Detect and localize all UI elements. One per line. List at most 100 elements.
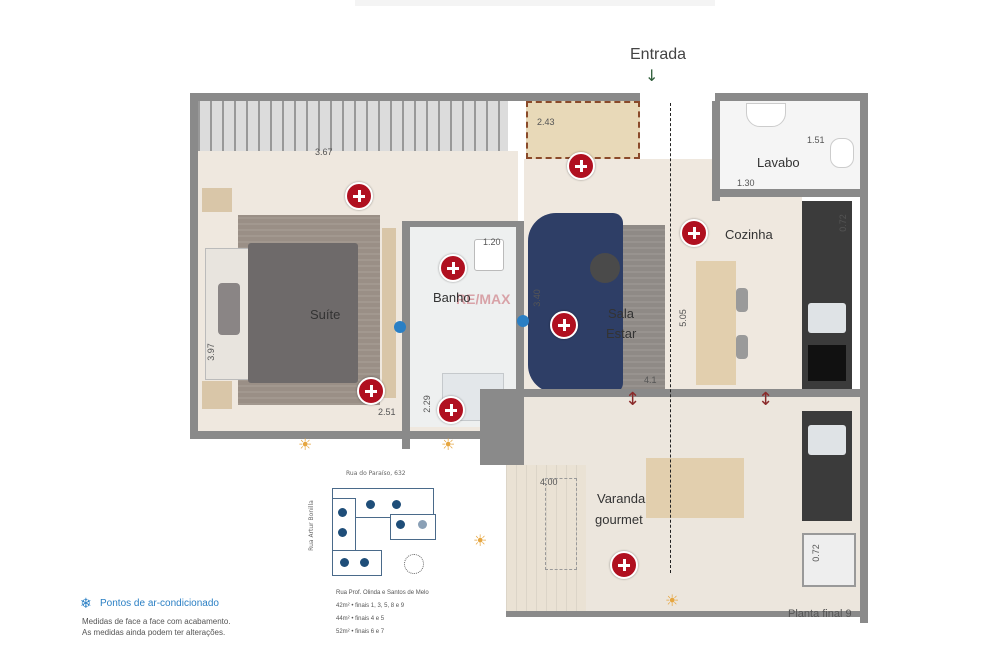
varanda-deck [506, 465, 586, 611]
top-caption-faint [355, 0, 715, 6]
ac-icon-sala [517, 315, 529, 327]
wall-top-right [715, 93, 868, 101]
wall-banho-top [402, 221, 524, 227]
keyplan-dot-5 [396, 520, 405, 529]
dim-hall-cabinet: 2.43 [537, 117, 555, 127]
sofa [528, 213, 623, 393]
varanda-bench [545, 478, 577, 570]
hall-cabinet [526, 101, 640, 159]
marker-plus-banho[interactable] [439, 254, 467, 282]
keyplan-dot-1 [366, 500, 375, 509]
stool-2 [736, 335, 748, 359]
armchair [590, 253, 620, 283]
room-label-estar: Estar [606, 326, 637, 341]
wall-suite-bottom [190, 431, 480, 439]
kitchen-island [696, 261, 736, 385]
keyplan-dot-4 [338, 528, 347, 537]
keyplan-dot-8 [360, 558, 369, 567]
dim-suite-bottom: 2.51 [378, 407, 396, 417]
legend-line1: Medidas de face a face com acabamento. [82, 617, 231, 626]
dim-sala-side: 3.40 [531, 289, 542, 307]
keyplan: Rua do Paraíso, 632 Rua Artur Bonilla [300, 470, 450, 582]
room-label-gourmet: gourmet [595, 512, 643, 527]
kitchen-sink [808, 303, 846, 333]
legend-info3: 44m² • finais 4 e 5 [336, 616, 385, 622]
dim-suite-height: 3.97 [205, 343, 216, 361]
legend-info1: Rua Prof. Olinda e Santos de Melo [336, 590, 429, 596]
legend-info4: 52m² • finais 6 e 7 [336, 629, 385, 635]
dim-kitchen-bottom: 4.1 [644, 375, 657, 385]
sun-icon-1: ☀ [298, 435, 313, 454]
keyplan-dot-3 [338, 508, 347, 517]
cooktop [808, 345, 846, 381]
room-label-cozinha: Cozinha [725, 227, 773, 242]
keyplan-street-top: Rua do Paraíso, 632 [346, 470, 406, 477]
banho-sink [474, 239, 504, 271]
marker-plus-sala[interactable] [550, 311, 578, 339]
dim-lavabo-width: 1.51 [807, 135, 825, 145]
legend-info2: 42m² • finais 1, 3, 5, 8 e 9 [336, 603, 405, 609]
sun-icon-2: ☀ [441, 435, 456, 454]
door-arrow-right-icon: ↕ [758, 389, 774, 410]
keyplan-street-side: Rua Artur Bonilla [307, 500, 315, 551]
marker-plus-varanda[interactable] [610, 551, 638, 579]
wall-lavabo-left [712, 101, 720, 201]
wall-living-bottom [524, 389, 862, 397]
pillow [218, 283, 240, 335]
legend-title: Pontos de ar-condicionado [100, 598, 219, 609]
dim-closet-width: 3.67 [315, 147, 333, 157]
legend-line2: As medidas ainda podem ter alterações. [82, 628, 226, 637]
entrance-label: Entrada [630, 46, 687, 63]
room-label-suite: Suíte [310, 307, 341, 322]
remax-watermark: RE/MAX [456, 291, 511, 307]
dim-lavabo-height: 1.30 [737, 178, 755, 188]
wall-right [860, 93, 868, 623]
sun-icon-3: ☀ [473, 531, 488, 550]
dim-varanda-right: 0.72 [810, 544, 821, 562]
keyplan-dot-2 [392, 500, 401, 509]
varanda-sink [808, 425, 846, 455]
marker-plus-hall[interactable] [567, 152, 595, 180]
nightstand-top [202, 188, 232, 212]
stool-1 [736, 288, 748, 312]
dim-kitchen-top: 0.72 [837, 214, 848, 232]
wall-varanda-bottom [506, 611, 868, 617]
room-label-sala: Sala [608, 306, 635, 321]
wall-banho-right [516, 221, 524, 449]
lavabo-toilet [830, 138, 854, 168]
suite-desk [382, 228, 396, 398]
entrance-arrow-icon: ↓ [645, 66, 659, 85]
wall-top-left [190, 93, 640, 101]
room-label-banho: Banho [433, 290, 471, 305]
lavabo-sink [746, 103, 786, 127]
ac-icon-suite [394, 321, 406, 333]
sun-icon-4: ☀ [665, 591, 680, 610]
wall-varanda-left [480, 389, 524, 465]
snowflake-icon: ❄ [80, 596, 92, 612]
marker-plus-suite[interactable] [345, 182, 373, 210]
varanda-storage [802, 533, 856, 587]
marker-plus-suite-bottom[interactable] [357, 377, 385, 405]
floor-plan: ↕ ↕ RE/MAX Suíte Banho Lavabo Cozinha Sa… [190, 93, 868, 623]
marker-plus-banho-bottom[interactable] [437, 396, 465, 424]
plan-caption: Planta final 9 [788, 608, 852, 620]
wall-left [190, 93, 198, 439]
dim-living-height: 5.05 [677, 309, 688, 327]
dim-banho-width: 1.20 [483, 237, 501, 247]
wall-banho-left [402, 221, 410, 449]
nightstand-bottom [202, 381, 232, 409]
wall-lavabo-bottom [720, 189, 860, 197]
compass-icon [404, 554, 424, 574]
dimension-line-living [670, 103, 672, 573]
door-arrow-left-icon: ↕ [625, 389, 641, 410]
bed-cover [248, 243, 358, 383]
dining-table [646, 458, 744, 518]
closet [198, 101, 508, 151]
keyplan-dot-6 [418, 520, 427, 529]
room-label-lavabo: Lavabo [757, 155, 800, 170]
dim-varanda-width: 4.00 [540, 477, 558, 487]
marker-plus-cozinha[interactable] [680, 219, 708, 247]
keyplan-dot-7 [340, 558, 349, 567]
dim-banho-height: 2.29 [421, 395, 432, 413]
room-label-varanda: Varanda [597, 491, 646, 506]
